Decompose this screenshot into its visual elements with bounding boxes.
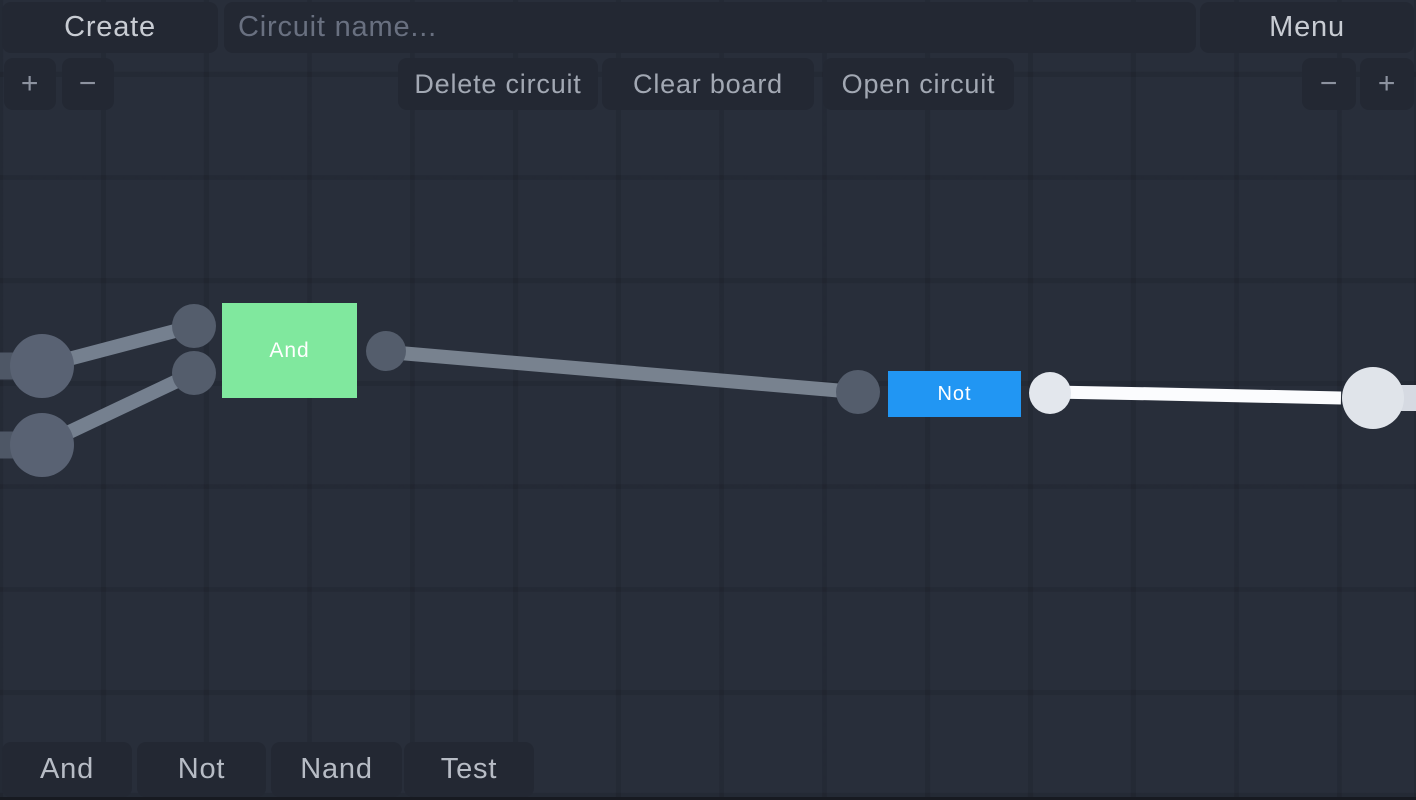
not-input-pin[interactable] (836, 370, 880, 414)
zoom-out-button-left[interactable]: − (62, 58, 114, 110)
and-output-pin[interactable] (366, 331, 406, 371)
palette-item-not[interactable]: Not (137, 742, 266, 797)
zoom-out-button-right[interactable]: − (1302, 58, 1356, 110)
and-gate[interactable]: And (222, 303, 357, 398)
palette-item-test[interactable]: Test (404, 742, 534, 797)
and-input-pin-bottom[interactable] (172, 351, 216, 395)
not-gate[interactable]: Not (888, 371, 1021, 417)
and-input-pin-top[interactable] (172, 304, 216, 348)
circuit-name-input[interactable] (224, 2, 1196, 53)
zoom-in-button-left[interactable]: + (4, 58, 56, 110)
create-button[interactable]: Create (2, 2, 218, 53)
zoom-in-button-right[interactable]: + (1360, 58, 1414, 110)
and-gate-label: And (269, 338, 310, 362)
delete-circuit-button[interactable]: Delete circuit (398, 58, 598, 110)
palette-item-nand[interactable]: Nand (271, 742, 402, 797)
input-node-top[interactable] (10, 334, 74, 398)
palette-item-and[interactable]: And (2, 742, 132, 797)
input-node-bottom[interactable] (10, 413, 74, 477)
bottom-edge-strip (0, 797, 1416, 800)
output-node[interactable] (1342, 367, 1404, 429)
wire-and-to-not[interactable] (387, 345, 857, 399)
not-gate-label: Not (937, 382, 972, 405)
wire-not-to-output[interactable] (1051, 385, 1342, 405)
clear-board-button[interactable]: Clear board (602, 58, 814, 110)
not-output-pin[interactable] (1029, 372, 1071, 414)
menu-button[interactable]: Menu (1200, 2, 1414, 53)
open-circuit-button[interactable]: Open circuit (823, 58, 1014, 110)
